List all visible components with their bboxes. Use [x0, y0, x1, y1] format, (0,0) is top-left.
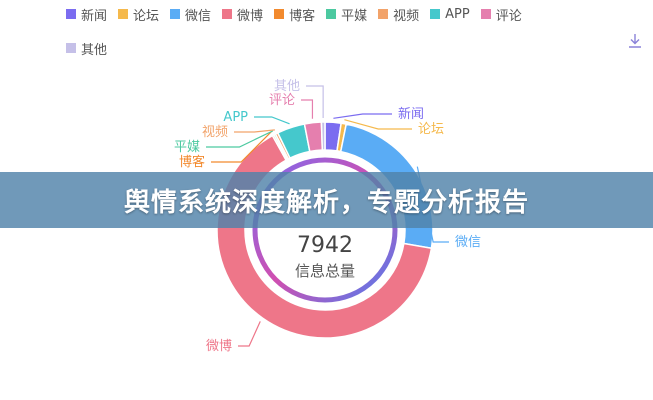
- legend-swatch: [480, 9, 491, 19]
- label-line: [206, 130, 274, 148]
- legend-label: 平媒: [341, 8, 368, 24]
- legend-label: 其他: [81, 42, 108, 58]
- label-line: [211, 131, 272, 163]
- slice-label: 微博: [206, 339, 232, 354]
- legend-item[interactable]: 视频: [378, 4, 419, 24]
- legend-swatch: [118, 9, 129, 19]
- legend-label: 新闻: [81, 8, 108, 24]
- slice-label: 平媒: [174, 140, 200, 155]
- legend-swatch: [170, 9, 181, 19]
- slice-label: 其他: [274, 79, 300, 94]
- legend-label: 博客: [289, 8, 316, 24]
- legend-swatch: [326, 9, 337, 19]
- legend-item[interactable]: 论坛: [118, 4, 159, 24]
- slice-微博[interactable]: [216, 134, 433, 339]
- slice-其他[interactable]: [320, 121, 326, 151]
- legend: 新闻 论坛 微信 微博 博客 平媒 视频 APP 评论其他: [66, 4, 646, 58]
- label-line: [301, 99, 314, 119]
- legend-item[interactable]: 博客: [274, 4, 315, 24]
- legend-swatch: [274, 9, 285, 19]
- legend-swatch: [430, 9, 441, 19]
- legend-swatch: [222, 9, 233, 19]
- legend-item[interactable]: APP: [430, 4, 470, 24]
- legend-item[interactable]: 其他: [66, 38, 107, 58]
- slice-label: APP: [223, 110, 248, 125]
- label-line: [238, 321, 261, 347]
- inner-ring: [252, 157, 398, 303]
- label-line: [333, 113, 392, 119]
- legend-label: APP: [445, 6, 470, 22]
- legend-label: 论坛: [133, 8, 160, 24]
- slice-label: 微信: [455, 235, 481, 250]
- legend-label: 微信: [185, 8, 212, 24]
- legend-label: 视频: [393, 8, 420, 24]
- center-value: 7942: [297, 233, 353, 258]
- legend-item[interactable]: 新闻: [66, 4, 107, 24]
- legend-item[interactable]: 微信: [170, 4, 211, 24]
- banner-title: 舆情系统深度解析，专题分析报告: [123, 187, 529, 218]
- label-line: [306, 85, 324, 119]
- label-line: [234, 129, 275, 133]
- title-banner: 舆情系统深度解析，专题分析报告: [0, 172, 653, 228]
- legend-label: 微博: [237, 8, 264, 24]
- legend-item[interactable]: 微博: [222, 4, 263, 24]
- label-line: [254, 116, 290, 125]
- center-label: 信息总量: [295, 262, 355, 280]
- download-icon[interactable]: [627, 33, 643, 49]
- slice-label: 博客: [179, 154, 205, 170]
- slice-label: 视频: [202, 125, 228, 140]
- legend-swatch: [66, 9, 76, 19]
- slice-label: 论坛: [418, 122, 444, 137]
- legend-swatch: [66, 43, 76, 53]
- label-line: [344, 119, 412, 130]
- slice-label: 评论: [269, 93, 295, 108]
- legend-item[interactable]: 评论: [480, 4, 522, 24]
- legend-item[interactable]: 平媒: [326, 4, 367, 24]
- slice-label: 新闻: [398, 106, 424, 122]
- legend-swatch: [378, 9, 389, 19]
- legend-label: 评论: [495, 8, 522, 24]
